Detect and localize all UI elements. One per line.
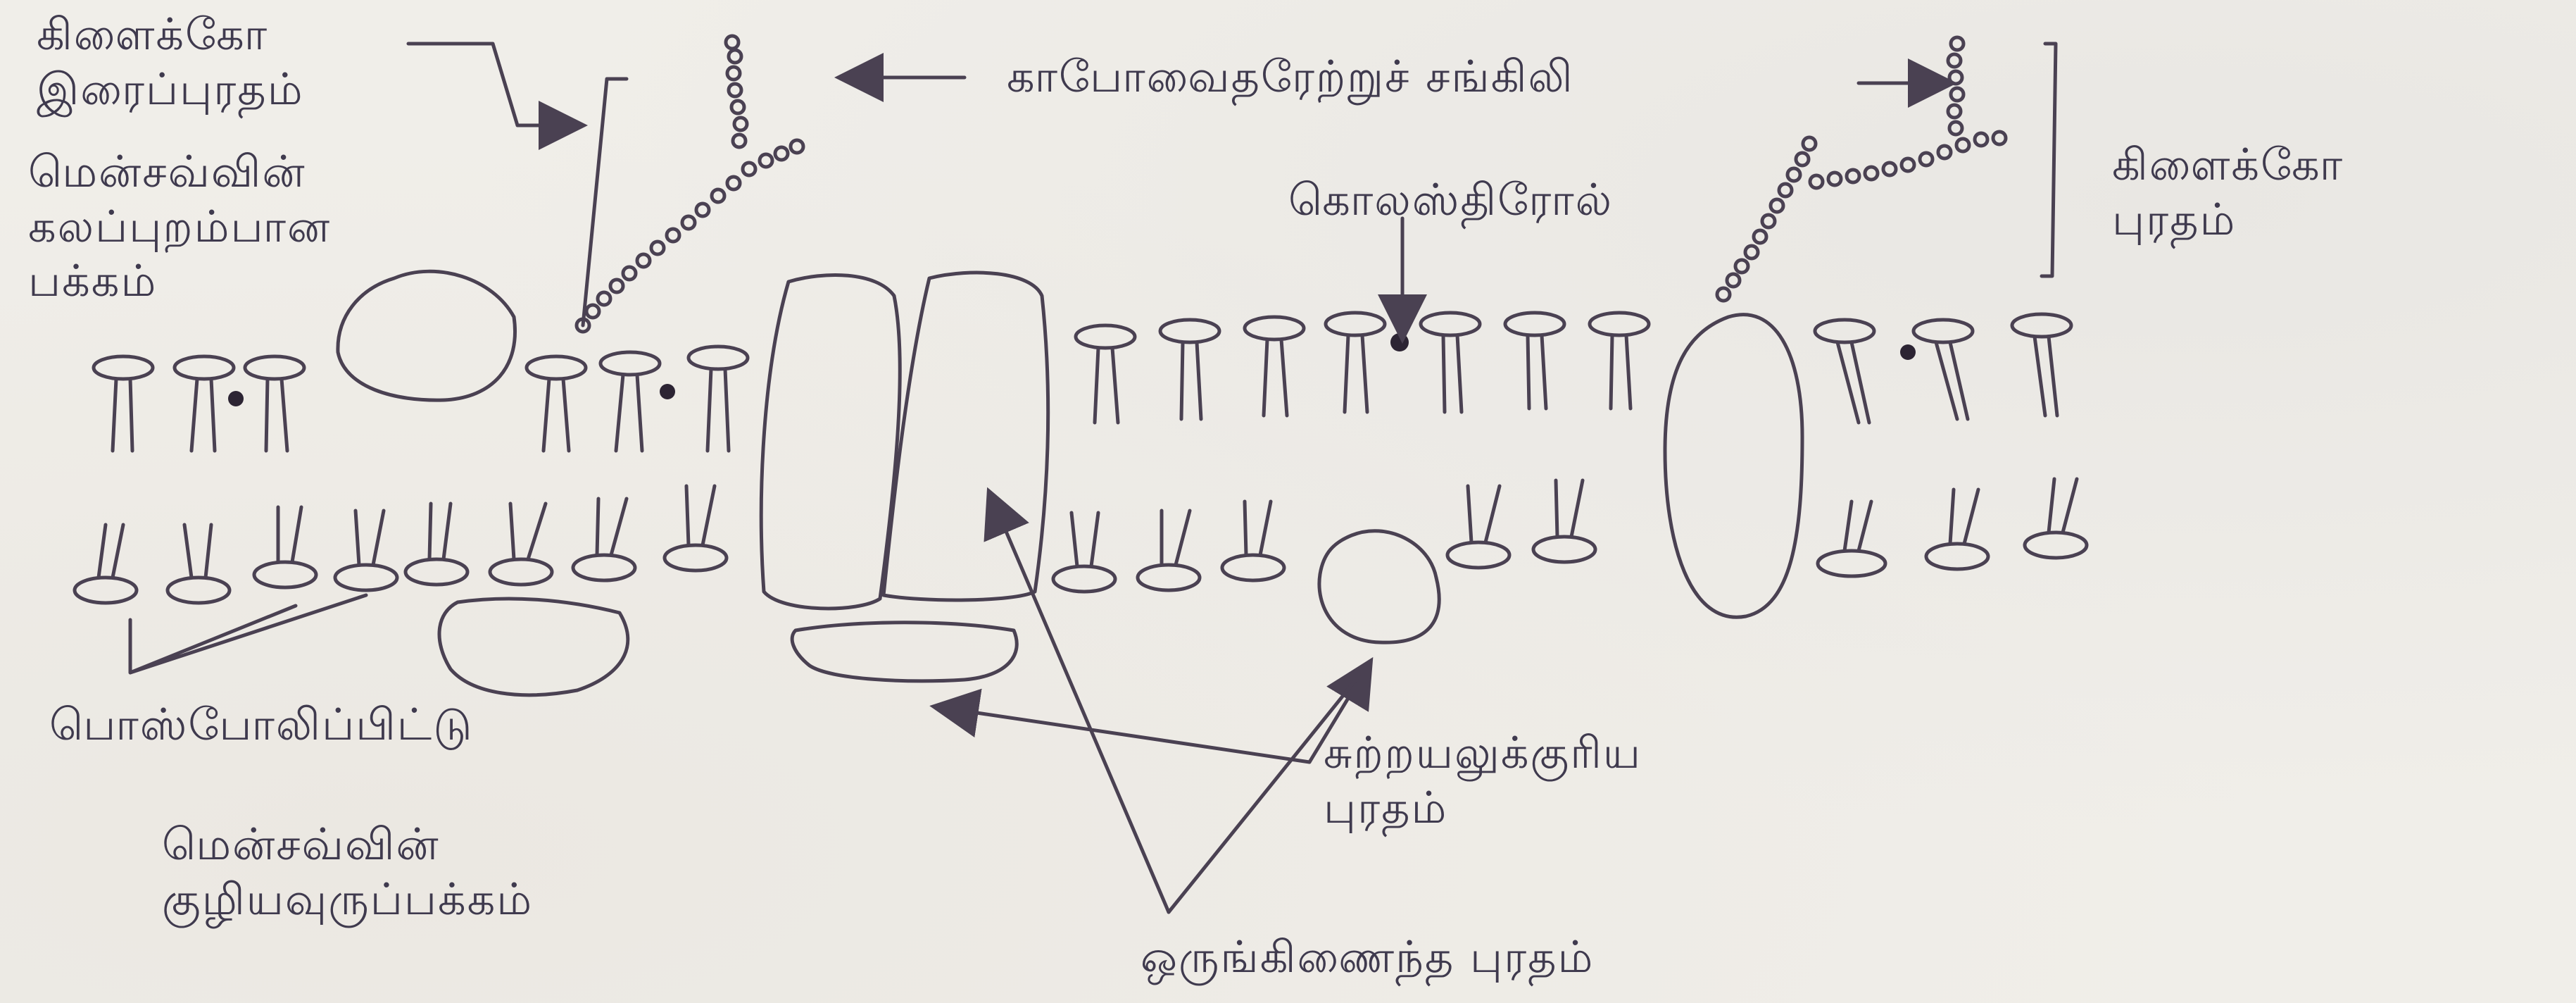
carbohydrate-chain-right <box>1717 37 2006 301</box>
phospholipid-head <box>1222 502 1284 580</box>
cholesterol-dot <box>228 391 244 406</box>
integral-protein-shape <box>761 275 900 608</box>
peripheral-protein-top <box>338 271 515 400</box>
phospholipid-head <box>1818 502 1885 576</box>
phospholipid-head <box>1076 325 1135 423</box>
glycolipid-label: கிளைக்கோ இரைப்புரதம் <box>37 7 304 116</box>
phospholipid-head <box>601 352 660 451</box>
cholesterol-molecules <box>228 333 1916 406</box>
phospholipid-head <box>1053 513 1115 592</box>
peripheral-protein-bottom <box>792 623 1017 681</box>
cholesterol-dot <box>1900 344 1916 360</box>
phospholipid-head <box>254 507 316 587</box>
integral-leader-left <box>993 500 1169 912</box>
phospholipid-head <box>1590 313 1649 409</box>
phospholipid-head <box>406 504 467 585</box>
inner-membrane-side-label: மென்சவ்வின் குழியவுருப்பக்கம் <box>162 817 533 926</box>
phospholipid-head <box>1421 313 1480 412</box>
phospholipid-head <box>2025 479 2087 558</box>
peripheral-protein-bottom <box>439 599 628 695</box>
leader-lines <box>130 44 1943 912</box>
outer-phospholipid-leaflet <box>94 313 2071 451</box>
phospholipid-head <box>2012 314 2071 416</box>
integral-protein-shape <box>884 273 1048 600</box>
phospholipid-head <box>1326 313 1385 412</box>
phospholipid-head <box>665 486 727 571</box>
peripheral-protein-label: சுற்றயலுக்குரிய புரதம் <box>1324 725 1642 835</box>
cholesterol-label: கொலஸ்திரோல் <box>1288 173 1613 228</box>
cholesterol-dot <box>1390 333 1409 351</box>
phospholipid-leader <box>130 595 366 673</box>
phospholipid-head <box>1815 320 1874 423</box>
phospholipid-head <box>527 356 586 451</box>
phospholipid-head <box>1505 313 1564 409</box>
phospholipid-head <box>245 356 304 451</box>
integral-protein-shape <box>1665 315 1802 618</box>
phospholipid-head <box>1245 317 1304 416</box>
phospholipid-head <box>168 525 230 603</box>
phospholipid-head <box>335 511 397 590</box>
outer-membrane-side-label: மென்சவ்வின் கலப்புறம்பான பக்கம் <box>28 144 331 309</box>
glycoprotein-bracket <box>2042 44 2056 276</box>
inner-phospholipid-leaflet <box>75 479 2087 603</box>
phospholipid-head <box>573 499 635 580</box>
glycoprotein-right-label: கிளைக்கோ புரதம் <box>2112 137 2344 247</box>
phospholipid-head <box>1533 480 1595 562</box>
phospholipid-head <box>490 504 552 585</box>
phospholipid-head <box>1138 511 1200 590</box>
integral-protein-label: ஒருங்கிணைந்த புரதம் <box>1141 930 1594 985</box>
carbohydrate-chain-label: காபோவைதரேற்றுச் சங்கிலி <box>1007 49 1574 104</box>
phospholipid-head <box>75 525 137 603</box>
phospholipid-head <box>94 356 153 451</box>
peripheral-proteins <box>338 271 1439 694</box>
phospholipid-head <box>1926 490 1988 569</box>
phospholipid-head <box>175 356 234 451</box>
cholesterol-dot <box>660 384 675 399</box>
peripheral-protein-bottom <box>1319 531 1439 642</box>
peripheral-leader-left <box>943 708 1309 762</box>
phospholipid-label: பொஸ்போலிப்பிட்டு <box>49 697 473 752</box>
glycolipid-bracket <box>583 79 627 325</box>
phospholipid-head <box>1914 320 1973 419</box>
phospholipid-head <box>689 347 748 451</box>
phospholipid-head <box>1160 320 1219 419</box>
phospholipid-head <box>1447 486 1509 568</box>
glycolipid-leader <box>408 44 574 125</box>
